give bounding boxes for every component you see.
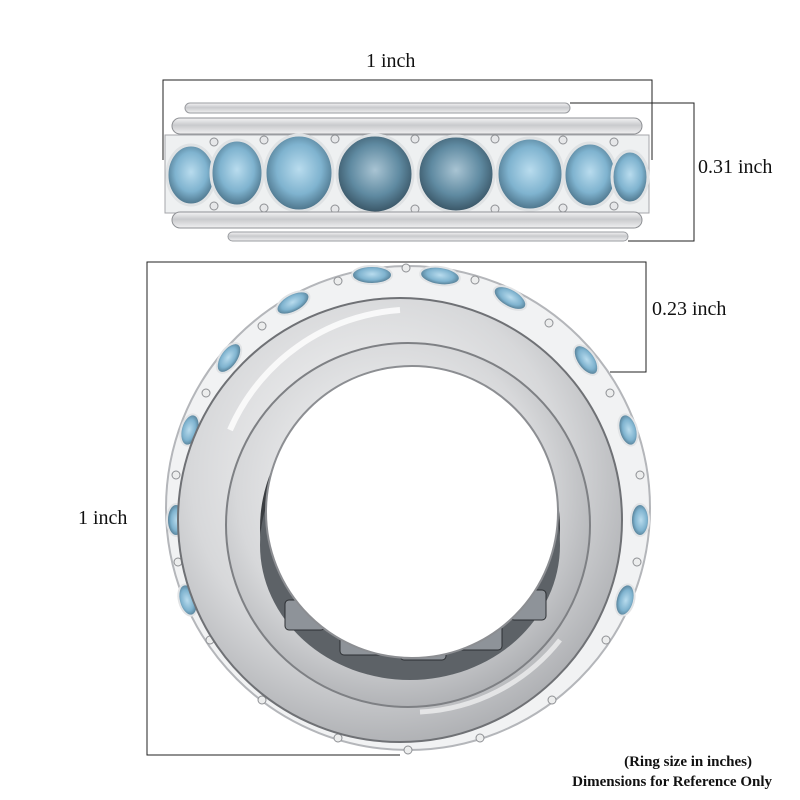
- footnote-ring-size: (Ring size in inches): [624, 754, 752, 770]
- top-width-label: 1 inch: [366, 50, 416, 72]
- footnote-reference: Dimensions for Reference Only: [572, 774, 772, 790]
- band-width-label: 0.23 inch: [652, 298, 727, 320]
- ring-side-view: [164, 102, 650, 242]
- band-height-label: 0.31 inch: [698, 156, 773, 178]
- stones-row: [165, 133, 650, 215]
- ring-front-view: [165, 263, 651, 755]
- dimension-lines-top: [162, 79, 695, 242]
- ring-diameter-label: 1 inch: [78, 507, 128, 529]
- dimension-lines-front: [146, 261, 647, 756]
